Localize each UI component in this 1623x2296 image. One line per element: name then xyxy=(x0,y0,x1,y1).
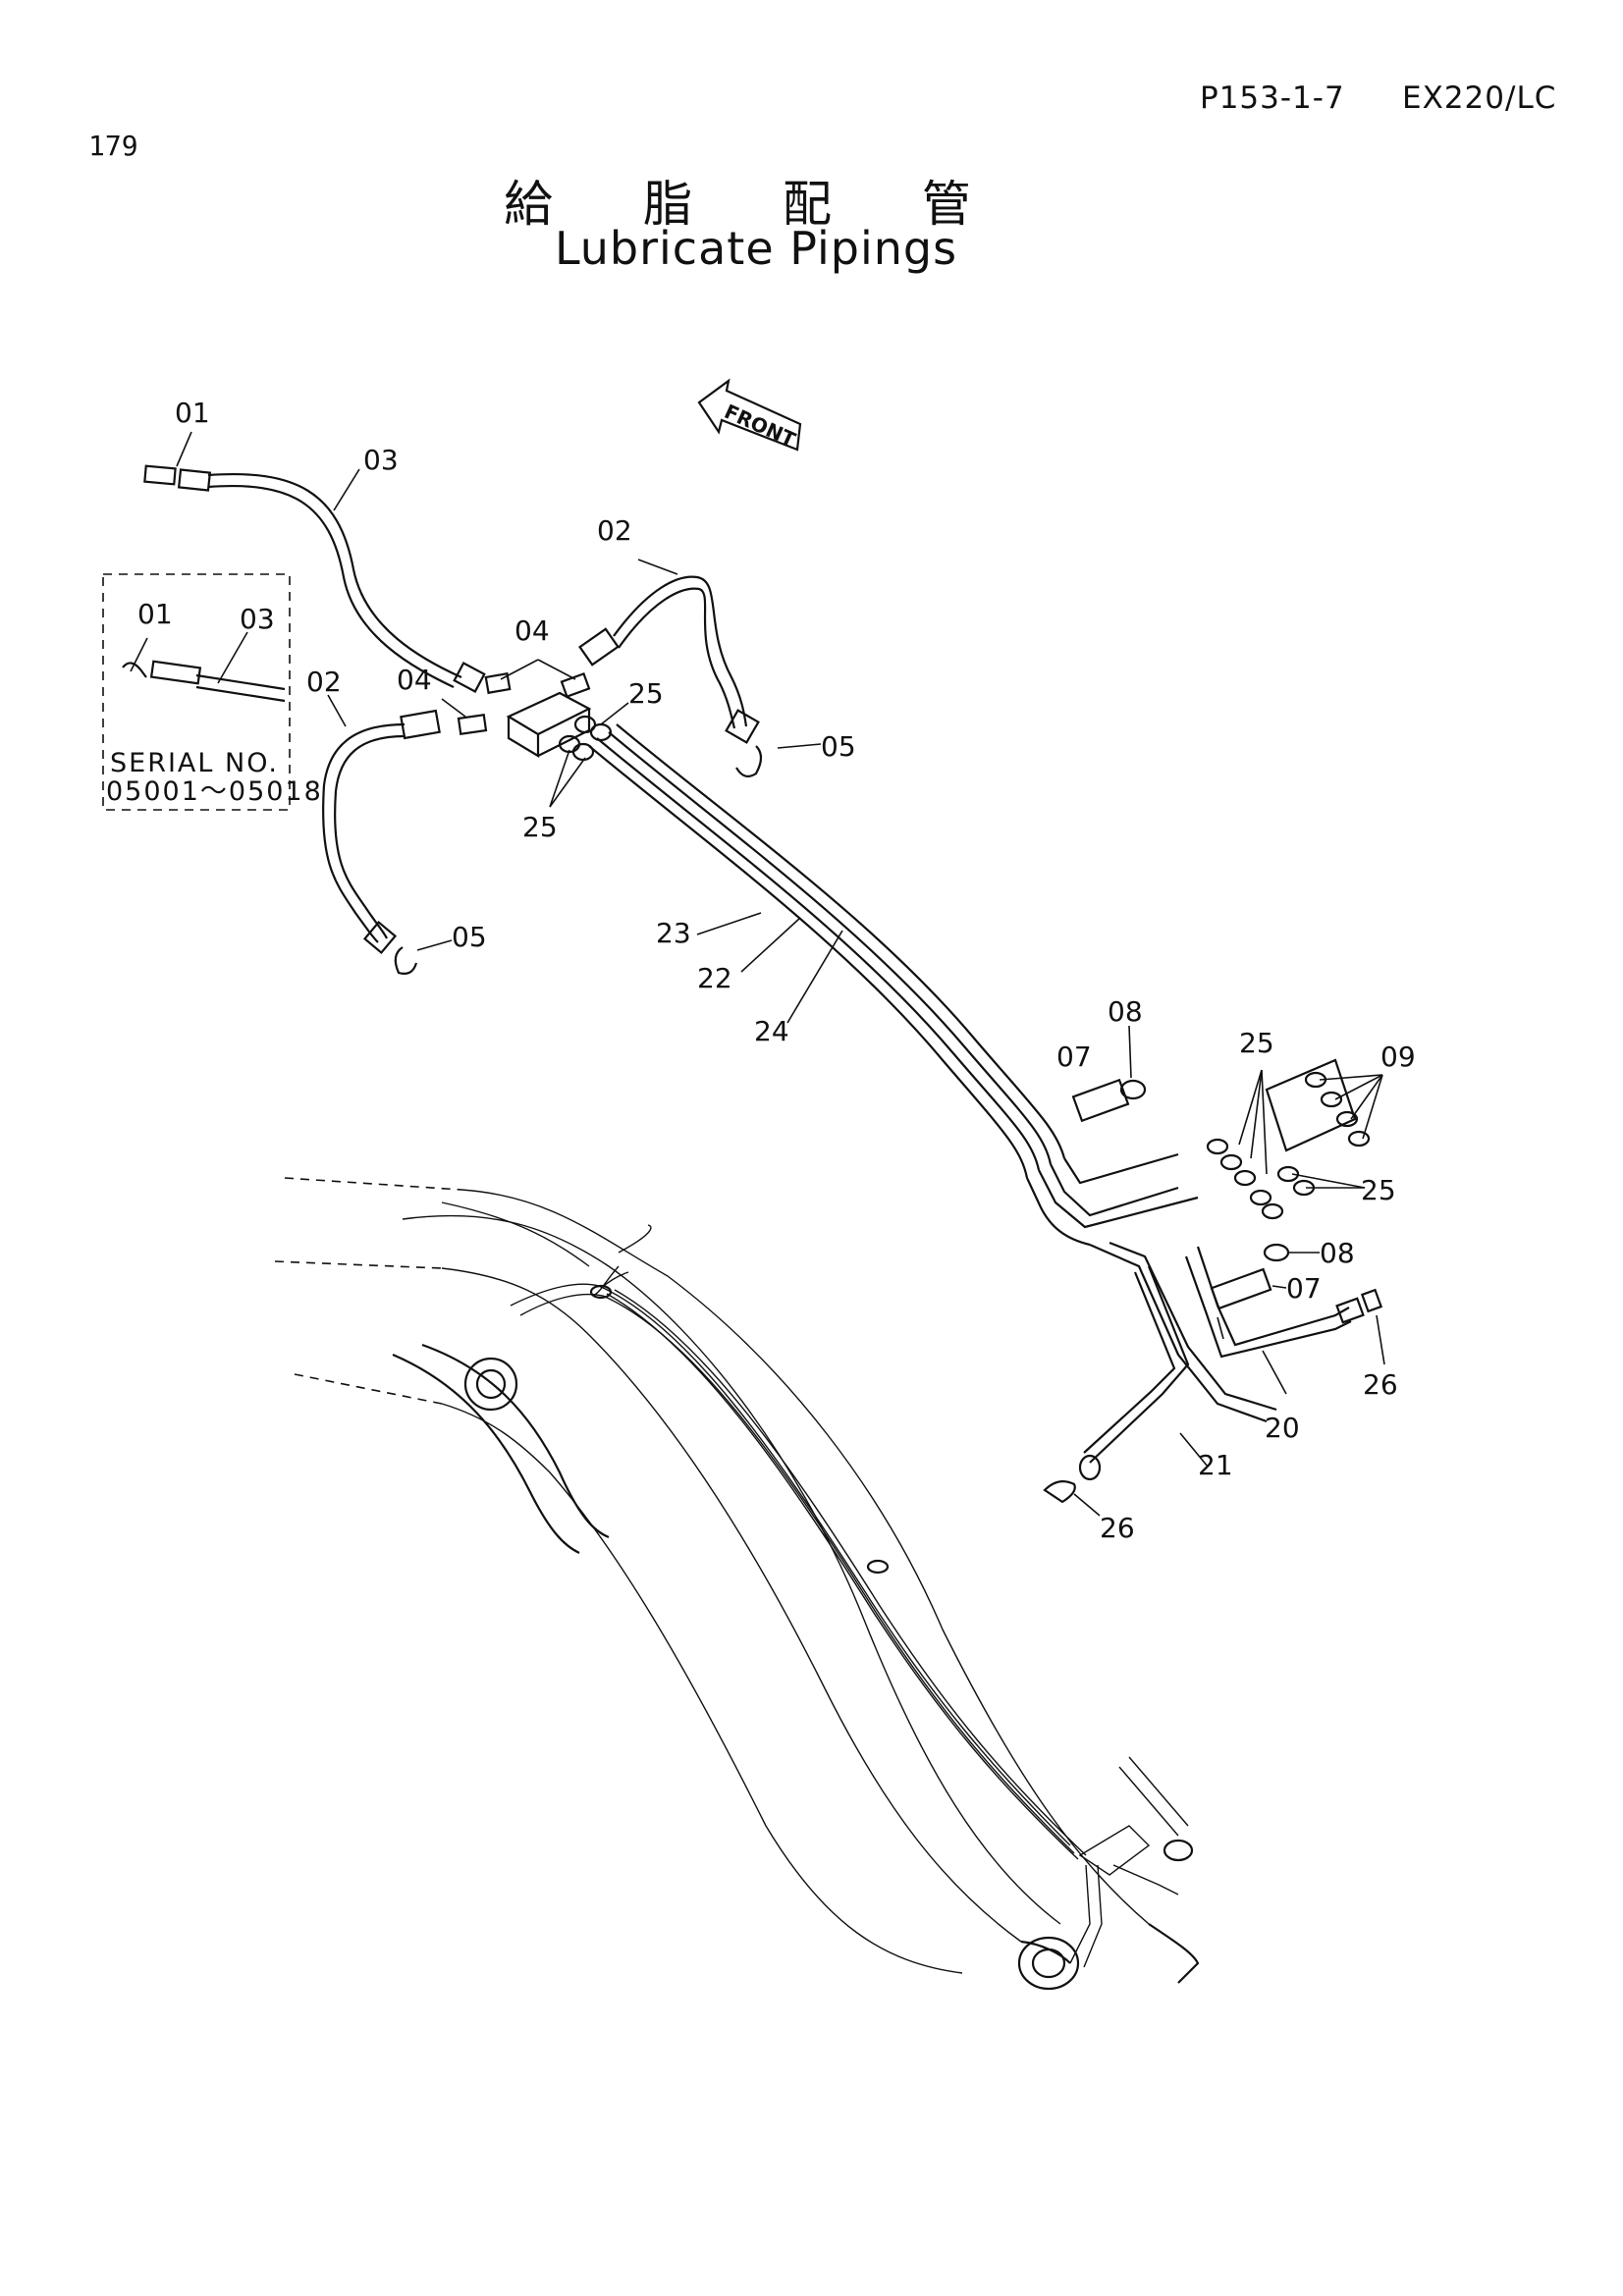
front-label: FRONT xyxy=(721,400,799,452)
callout-25-upper: 25 xyxy=(628,677,664,710)
callout-25-lower: 25 xyxy=(522,811,558,843)
callout-04-lower: 04 xyxy=(397,664,432,696)
callout-23: 23 xyxy=(656,917,691,949)
callout-03: 03 xyxy=(363,444,399,476)
hose-03 xyxy=(143,431,486,693)
callout-26-bottom: 26 xyxy=(1100,1512,1135,1544)
callout-24: 24 xyxy=(754,1015,789,1047)
right-manifold xyxy=(1071,1025,1383,1310)
page-title-english: Lubricate Pipings xyxy=(554,222,958,275)
callout-05-left: 05 xyxy=(452,921,487,953)
callout-05-right: 05 xyxy=(821,730,856,763)
distribution-block xyxy=(441,659,629,808)
inset-callout-03: 03 xyxy=(240,603,275,635)
inset-callout-01: 01 xyxy=(137,598,173,630)
callout-22: 22 xyxy=(697,962,732,994)
callout-26-right: 26 xyxy=(1363,1368,1398,1401)
callout-20: 20 xyxy=(1265,1412,1300,1444)
callout-04-upper: 04 xyxy=(514,614,550,647)
front-arrow-icon: FRONT xyxy=(697,378,802,452)
hose-02-left xyxy=(322,694,453,975)
pipe-bundle xyxy=(588,723,1277,1423)
callout-25-manifold-lower: 25 xyxy=(1361,1174,1396,1206)
page-title-japanese: 給 脂 配 管 xyxy=(504,176,1008,233)
page-code: P153-1-7 xyxy=(1200,80,1345,116)
callout-07-lower: 07 xyxy=(1286,1272,1322,1305)
boom-outline xyxy=(274,1177,1200,1991)
pipes-20-21 xyxy=(1043,1246,1385,1517)
model-name: EX220/LC xyxy=(1402,80,1557,116)
callout-25-manifold-upper: 25 xyxy=(1239,1027,1274,1059)
callout-02-left: 02 xyxy=(306,666,342,698)
callout-02-right: 02 xyxy=(597,514,632,547)
page-number: 179 xyxy=(88,130,138,162)
callout-09: 09 xyxy=(1380,1041,1416,1073)
hose-02-right xyxy=(578,559,822,778)
serial-label: SERIAL NO. xyxy=(110,748,279,778)
serial-range: 05001～05018 xyxy=(106,776,323,807)
callout-21: 21 xyxy=(1198,1449,1233,1481)
serial-inset-box: 01 03 SERIAL NO. 05001～05018 xyxy=(102,573,323,811)
boom-pipe-run xyxy=(510,1265,1179,1968)
callout-01: 01 xyxy=(175,397,210,429)
callout-07-upper: 07 xyxy=(1056,1041,1092,1073)
callout-08-upper: 08 xyxy=(1108,995,1143,1028)
callout-08-lower: 08 xyxy=(1320,1237,1355,1269)
